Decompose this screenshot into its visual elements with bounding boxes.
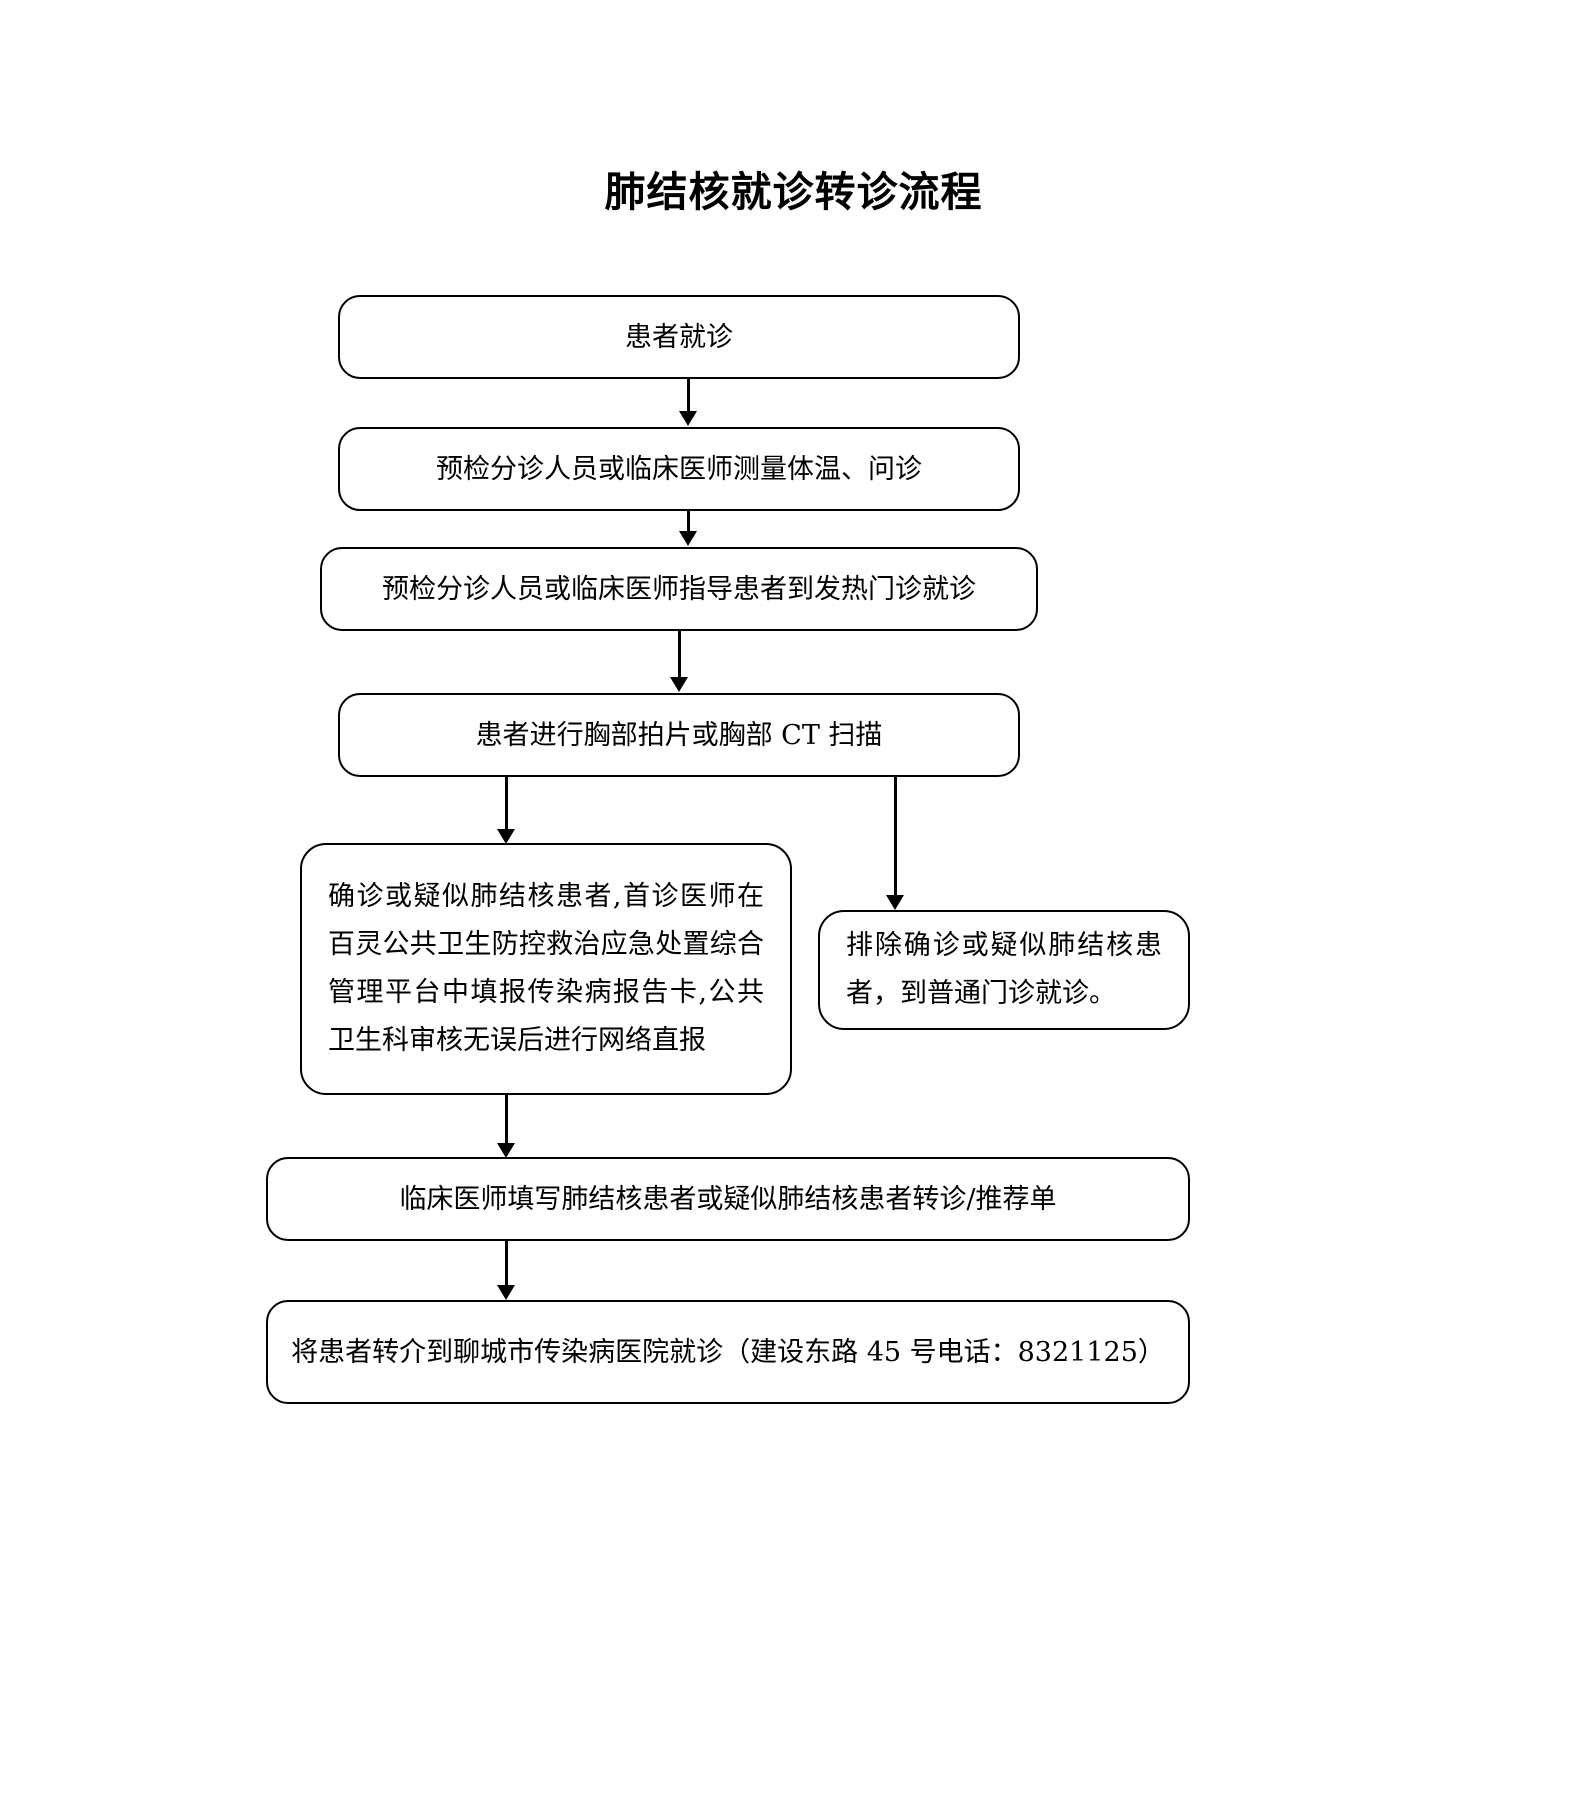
connector-triage-temp-to-triage-guide bbox=[679, 511, 698, 551]
flow-node-transfer-to-hospital[interactable]: 将患者转介到聊城市传染病医院就诊（建设东路 45 号电话：8321125） bbox=[266, 1300, 1190, 1404]
flow-node-excluded-general-clinic[interactable]: 排除确诊或疑似肺结核患者，到普通门诊就诊。 bbox=[818, 910, 1190, 1030]
connector-line bbox=[678, 631, 681, 679]
flow-node-confirmed-or-suspected-report[interactable]: 确诊或疑似肺结核患者,首诊医师在百灵公共卫生防控救治应急处置综合管理平台中填报传… bbox=[300, 843, 792, 1095]
connector-line bbox=[505, 1241, 508, 1287]
flow-node-label: 预检分诊人员或临床医师测量体温、问诊 bbox=[436, 453, 922, 485]
connector-line bbox=[687, 379, 690, 413]
flow-node-chest-imaging[interactable]: 患者进行胸部拍片或胸部 CT 扫描 bbox=[338, 693, 1020, 777]
flow-node-label: 排除确诊或疑似肺结核患者，到普通门诊就诊。 bbox=[846, 929, 1162, 1009]
connector-line bbox=[687, 511, 690, 533]
flow-node-label: 预检分诊人员或临床医师指导患者到发热门诊就诊 bbox=[382, 573, 976, 605]
arrow-head-icon bbox=[679, 531, 697, 546]
page-title: 肺结核就诊转诊流程 bbox=[604, 168, 983, 216]
connector-line bbox=[505, 777, 508, 831]
connector-referral-form-to-transfer-hospital bbox=[497, 1241, 516, 1303]
flow-node-label: 患者进行胸部拍片或胸部 CT 扫描 bbox=[475, 719, 883, 751]
flow-node-triage-temperature[interactable]: 预检分诊人员或临床医师测量体温、问诊 bbox=[338, 427, 1020, 511]
connector-chest-imaging-to-excluded-general bbox=[886, 777, 905, 915]
connector-line bbox=[505, 1095, 508, 1145]
arrow-head-icon bbox=[670, 677, 688, 692]
connector-confirmed-report-to-referral-form bbox=[497, 1095, 516, 1161]
flow-node-referral-form[interactable]: 临床医师填写肺结核患者或疑似肺结核患者转诊/推荐单 bbox=[266, 1157, 1190, 1241]
connector-triage-guide-to-chest-imaging bbox=[670, 631, 689, 695]
arrow-head-icon bbox=[886, 895, 904, 910]
arrow-head-icon bbox=[497, 829, 515, 844]
flow-node-label: 患者就诊 bbox=[625, 321, 733, 353]
connector-patient-visit-to-triage-temp bbox=[679, 379, 698, 427]
connector-line bbox=[894, 777, 897, 897]
flow-node-label: 确诊或疑似肺结核患者,首诊医师在百灵公共卫生防控救治应急处置综合管理平台中填报传… bbox=[328, 880, 764, 1057]
connector-chest-imaging-to-confirmed-report bbox=[497, 777, 516, 847]
flow-node-triage-guide-fever-clinic[interactable]: 预检分诊人员或临床医师指导患者到发热门诊就诊 bbox=[320, 547, 1038, 631]
flow-node-patient-visit[interactable]: 患者就诊 bbox=[338, 295, 1020, 379]
flow-node-label: 临床医师填写肺结核患者或疑似肺结核患者转诊/推荐单 bbox=[399, 1183, 1057, 1215]
arrow-head-icon bbox=[679, 411, 697, 426]
arrow-head-icon bbox=[497, 1285, 515, 1300]
flow-node-label: 将患者转介到聊城市传染病医院就诊（建设东路 45 号电话：8321125） bbox=[291, 1336, 1165, 1368]
arrow-head-icon bbox=[497, 1143, 515, 1158]
